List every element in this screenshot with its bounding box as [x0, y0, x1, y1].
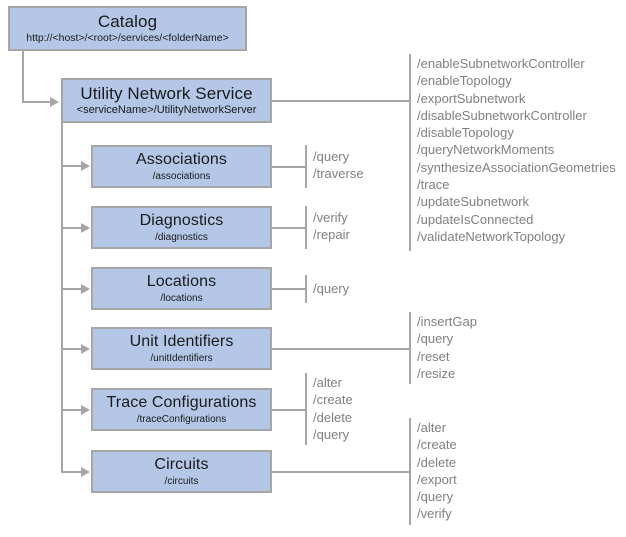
node-catalog[interactable]: Catalog http://<host>/<root>/services/<f… — [8, 6, 247, 51]
connector-trunk-to-associations — [61, 165, 81, 167]
opbar-trace-configurations — [305, 373, 307, 445]
node-utility-network-service[interactable]: Utility Network Service <serviceName>/Ut… — [61, 78, 272, 123]
operation-item: /query — [313, 281, 350, 296]
oplist-trace-configurations: /alter /create /delete /query — [313, 374, 353, 443]
node-catalog-title: Catalog — [97, 12, 158, 31]
operation-item: /exportSubnetwork — [417, 90, 526, 106]
operation-item: /traverse — [313, 166, 364, 182]
node-circuits-title: Circuits — [154, 456, 209, 473]
operation-item: /disableSubnetworkController — [417, 107, 587, 123]
opbar-associations — [305, 145, 307, 188]
operation-item: /disableTopology — [417, 125, 514, 141]
operation-item: /export — [417, 471, 457, 487]
arrowhead-trace-configurations — [81, 405, 90, 415]
operation-item: /create — [417, 437, 457, 453]
node-circuits[interactable]: Circuits /circuits — [91, 450, 272, 493]
opbar-circuits — [409, 418, 411, 525]
node-utility-network-service-subtitle: <serviceName>/UtilityNetworkServer — [76, 104, 257, 116]
operation-item: /validateNetworkTopology — [417, 228, 566, 244]
node-associations[interactable]: Associations /associations — [91, 145, 272, 188]
node-trace-configurations[interactable]: Trace Configurations /traceConfiguration… — [91, 388, 272, 431]
oplist-diagnostics: /verify /repair — [313, 209, 350, 244]
node-associations-title: Associations — [135, 151, 228, 168]
node-locations[interactable]: Locations /locations — [91, 267, 272, 310]
connector-unit-identifiers-to-operations — [272, 348, 409, 350]
node-unit-identifiers-subtitle: /unitIdentifiers — [150, 353, 213, 364]
node-diagnostics-subtitle: /diagnostics — [155, 232, 208, 243]
node-unit-identifiers[interactable]: Unit Identifiers /unitIdentifiers — [91, 327, 272, 370]
oplist-associations: /query /traverse — [313, 148, 364, 183]
operation-item: /reset — [417, 348, 450, 364]
operation-item: /insertGap — [417, 314, 477, 329]
arrowhead-unit-identifiers — [81, 344, 90, 354]
connector-trunk-to-locations — [61, 288, 81, 290]
opbar-utility-network-service — [409, 54, 411, 251]
operation-item: /updateSubnetwork — [417, 194, 530, 210]
operation-item: /query — [417, 489, 454, 505]
operation-item: /create — [313, 392, 353, 408]
connector-trunk-to-trace-configurations — [61, 409, 81, 411]
node-trace-configurations-title: Trace Configurations — [106, 394, 257, 411]
arrowhead-locations — [81, 284, 90, 294]
opbar-diagnostics — [305, 206, 307, 249]
arrowhead-circuits — [81, 467, 90, 477]
operation-item: /verify — [313, 210, 348, 225]
oplist-unit-identifiers: /insertGap /query /reset /resize — [417, 313, 477, 382]
arrowhead-diagnostics — [81, 223, 90, 233]
operation-item: /verify — [417, 506, 452, 522]
oplist-locations: /query — [313, 280, 349, 297]
node-locations-subtitle: /locations — [160, 293, 203, 304]
operation-item: /query — [313, 426, 350, 442]
connector-service-trunk — [61, 123, 63, 473]
operation-item: /repair — [313, 227, 350, 243]
connector-trunk-to-unit-identifiers — [61, 348, 81, 350]
connector-service-to-operations — [272, 100, 409, 102]
operation-item: /query — [417, 331, 454, 347]
node-utility-network-service-title: Utility Network Service — [80, 84, 253, 103]
node-associations-subtitle: /associations — [152, 171, 211, 182]
node-diagnostics-title: Diagnostics — [139, 212, 224, 229]
arrowhead-catalog-to-service — [50, 97, 59, 107]
connector-trunk-to-circuits — [61, 471, 81, 473]
arrowhead-associations — [81, 161, 90, 171]
operation-item: /delete — [417, 454, 457, 470]
node-trace-configurations-subtitle: /traceConfigurations — [136, 414, 227, 425]
opbar-locations — [305, 275, 307, 303]
oplist-utility-network-service: /enableSubnetworkController /enableTopol… — [417, 55, 616, 245]
connector-trunk-to-diagnostics — [61, 227, 81, 229]
operation-item: /enableSubnetworkController — [417, 56, 585, 71]
operation-item: /alter — [417, 420, 446, 435]
opbar-unit-identifiers — [409, 312, 411, 384]
connector-catalog-to-service — [22, 101, 50, 103]
node-diagnostics[interactable]: Diagnostics /diagnostics — [91, 206, 272, 249]
operation-item: /resize — [417, 365, 456, 381]
connector-circuits-to-operations — [272, 471, 409, 473]
oplist-circuits: /alter /create /delete /export /query /v… — [417, 419, 457, 523]
operation-item: /queryNetworkMoments — [417, 142, 555, 158]
operation-item: /synthesizeAssociationGeometries — [417, 159, 616, 175]
connector-catalog-down — [22, 51, 24, 103]
operation-item: /query — [313, 149, 350, 164]
operation-item: /enableTopology — [417, 73, 512, 89]
operation-item: /updateIsConnected — [417, 211, 534, 227]
operation-item: /delete — [313, 409, 353, 425]
operation-item: /alter — [313, 375, 342, 390]
node-unit-identifiers-title: Unit Identifiers — [129, 333, 234, 350]
connector-locations-to-operations — [272, 288, 305, 290]
connector-diagnostics-to-operations — [272, 227, 305, 229]
connector-associations-to-operations — [272, 166, 305, 168]
node-locations-title: Locations — [146, 273, 217, 290]
operation-item: /trace — [417, 177, 450, 193]
node-catalog-subtitle: http://<host>/<root>/services/<folderNam… — [26, 32, 229, 44]
node-circuits-subtitle: /circuits — [164, 476, 199, 487]
connector-trace-configurations-to-operations — [272, 409, 305, 411]
